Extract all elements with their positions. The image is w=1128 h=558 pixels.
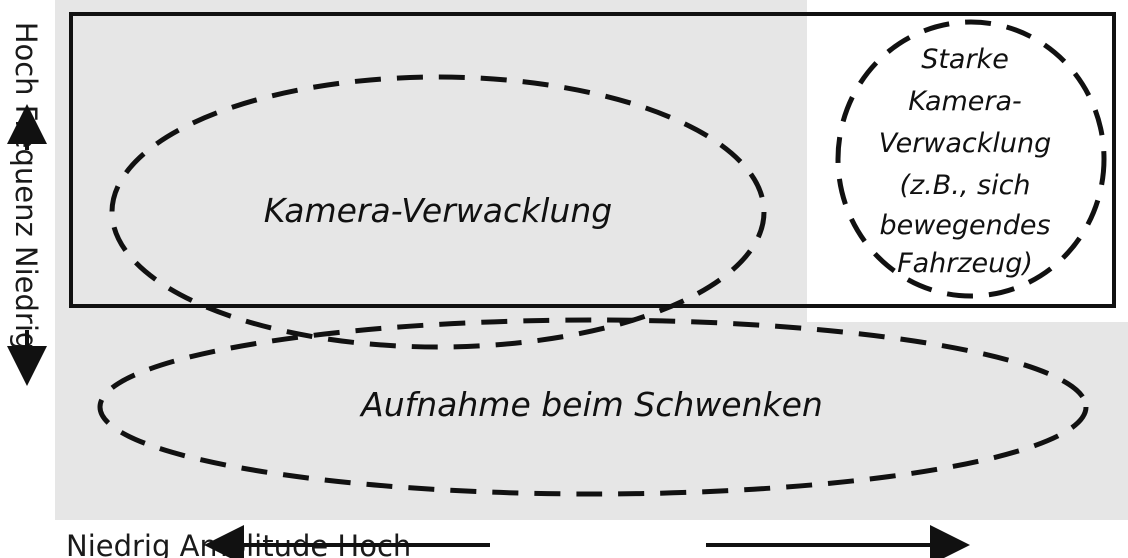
upper-gray-region xyxy=(55,0,807,322)
panning-ellipse xyxy=(97,317,1089,497)
strong-shake-label-line-4: (z.B., sich xyxy=(899,170,1030,201)
strong-shake-label-line-6: Fahrzeug) xyxy=(897,248,1033,279)
strong-shake-label-line-2: Kamera- xyxy=(908,86,1022,117)
strong-shake-label-line-1: Starke xyxy=(921,44,1009,75)
strong-shake-ellipse xyxy=(835,19,1107,299)
camera-shake-label: Kamera-Verwacklung xyxy=(264,191,612,230)
high-frequency-frame xyxy=(69,12,1116,308)
strong-shake-label-line-3: Verwacklung xyxy=(879,128,1052,159)
frequency-axis-label: Hoch Frequenz Niedrig xyxy=(9,22,43,351)
camera-shake-ellipse xyxy=(109,74,767,350)
lower-gray-region xyxy=(55,322,1128,520)
strong-shake-label-line-5: bewegendes xyxy=(879,210,1050,241)
panning-label: Aufnahme beim Schwenken xyxy=(359,385,823,424)
